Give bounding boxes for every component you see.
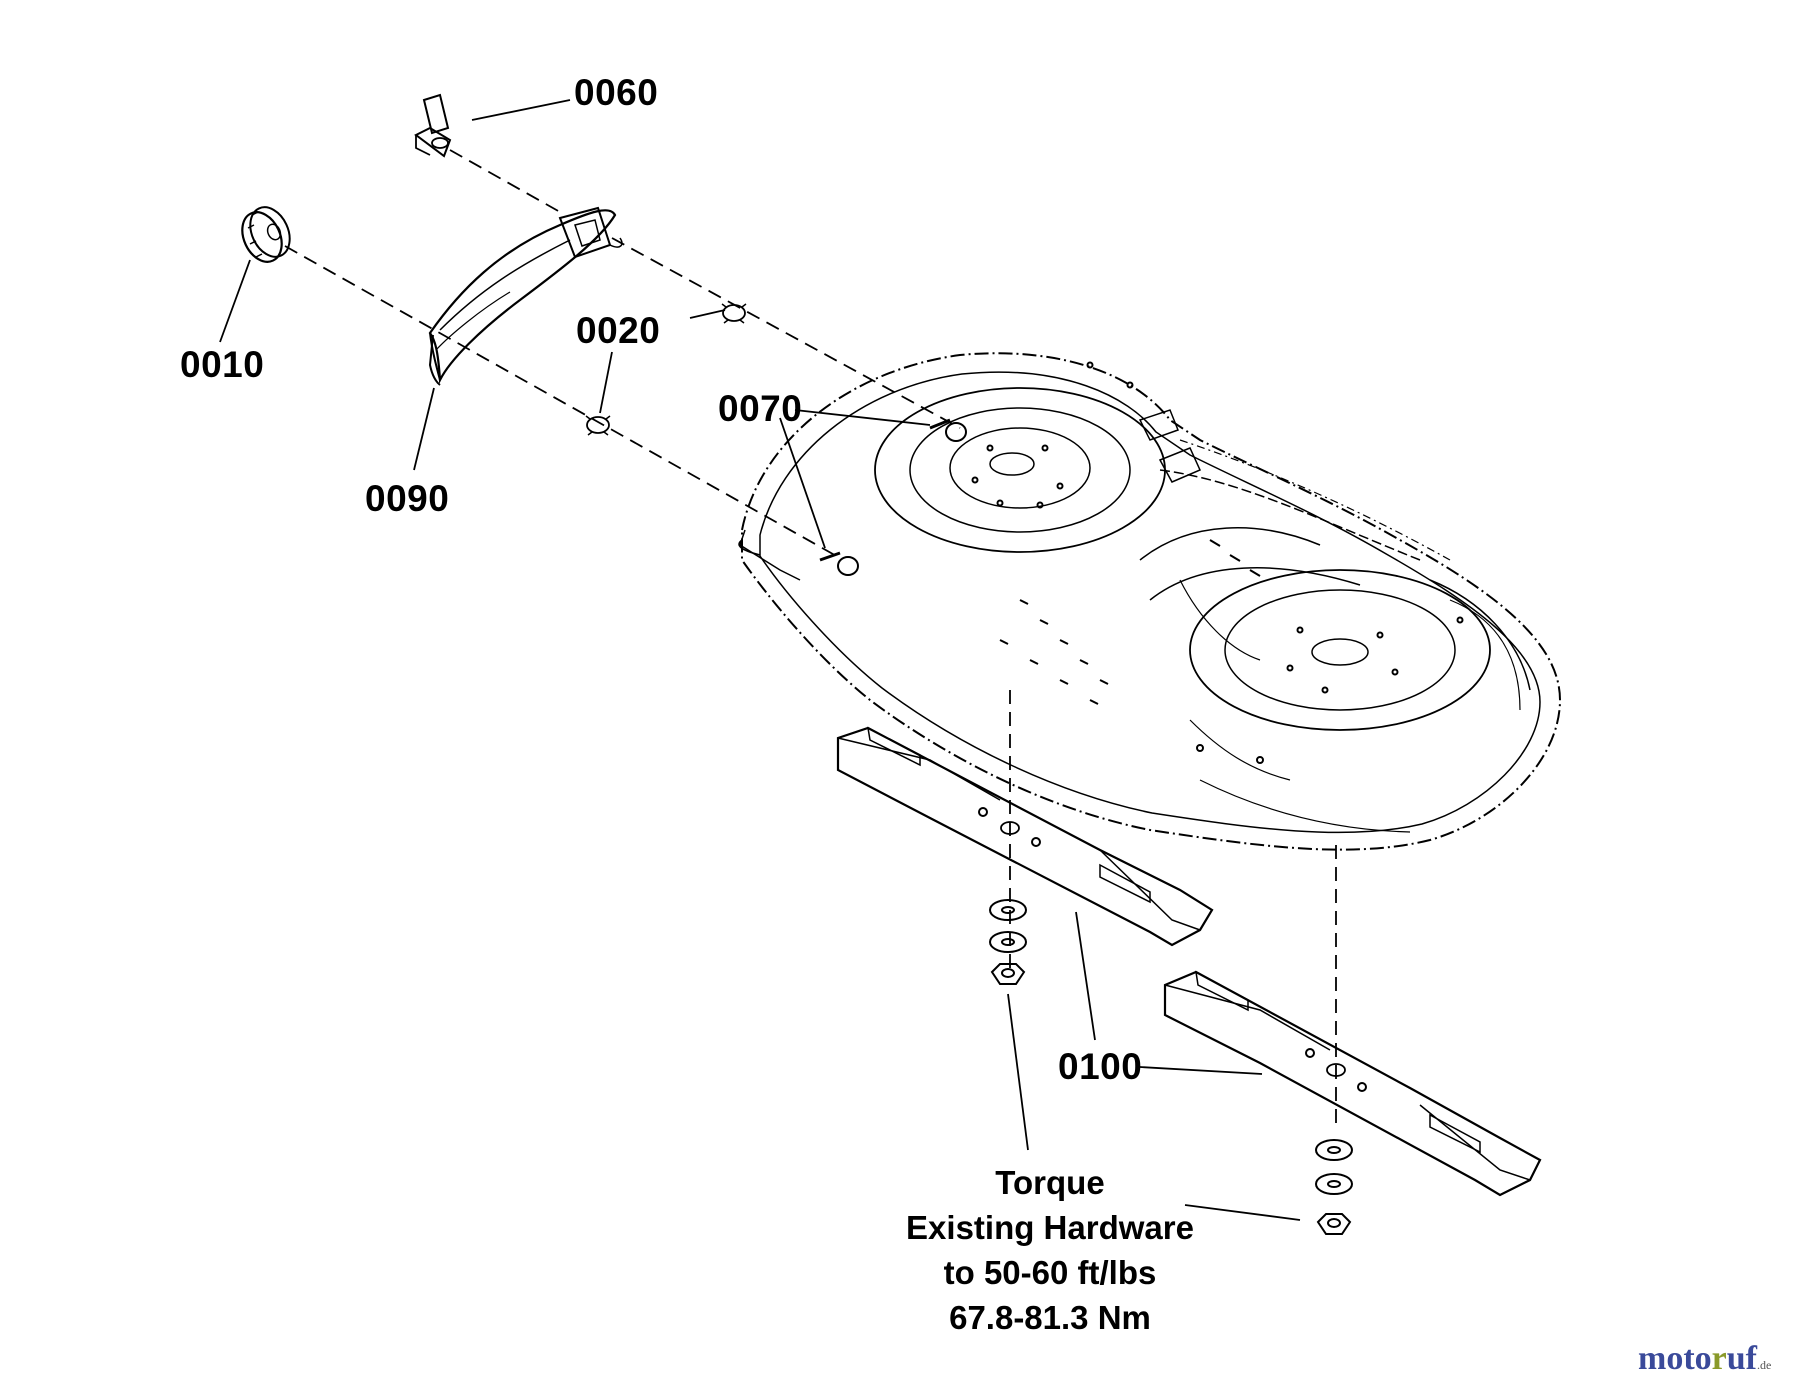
callout-0100: 0100 — [1058, 1046, 1143, 1087]
assembly-lines — [284, 149, 1337, 1130]
callout-0060: 0060 — [574, 72, 659, 113]
callout-0020: 0020 — [576, 310, 661, 351]
deflector-chute — [428, 206, 623, 386]
callout-0070: 0070 — [718, 388, 803, 429]
mower-blade-left — [836, 726, 1214, 947]
wing-nut — [414, 93, 452, 158]
knob — [241, 206, 291, 263]
mower-deck — [738, 352, 1562, 851]
blade-hardware-right — [1315, 1139, 1353, 1235]
blade-hardware-left — [989, 899, 1027, 985]
watermark-suffix: .de — [1757, 1358, 1772, 1372]
torque-note: Torque Existing Hardware to 50-60 ft/lbs… — [880, 1160, 1220, 1340]
watermark-logo: motoruf.de — [1638, 1340, 1771, 1378]
torque-note-line-1: Torque — [995, 1164, 1105, 1201]
torque-note-line-3: to 50-60 ft/lbs — [943, 1254, 1157, 1291]
mower-blade-right — [1163, 970, 1542, 1197]
watermark-text: motoruf — [1638, 1340, 1757, 1377]
leader-lines — [219, 99, 1301, 1221]
carriage-bolts — [819, 418, 967, 576]
torque-note-line-4: 67.8-81.3 Nm — [949, 1299, 1151, 1336]
callout-0010: 0010 — [180, 344, 265, 385]
torque-note-line-2: Existing Hardware — [906, 1209, 1194, 1246]
callout-0090: 0090 — [365, 478, 450, 519]
